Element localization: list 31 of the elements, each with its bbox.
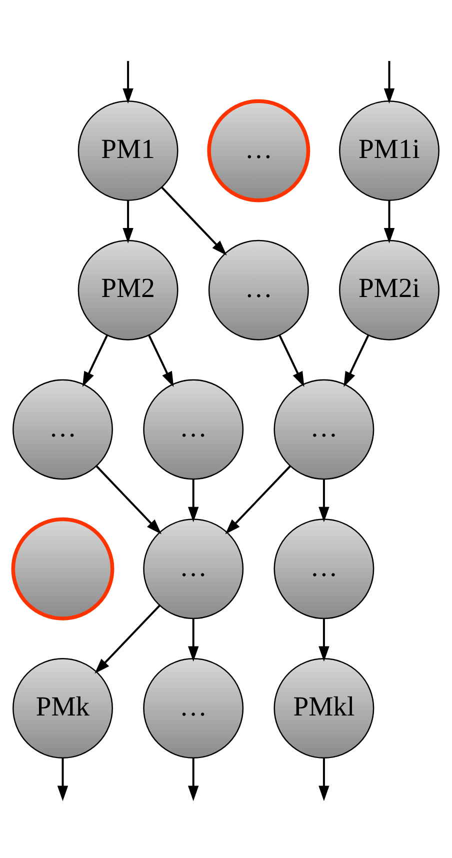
arrow xyxy=(122,200,134,243)
arrow xyxy=(188,478,199,522)
arrow xyxy=(384,200,395,243)
node-circle: … xyxy=(12,378,113,480)
node-circle xyxy=(11,516,114,620)
arrow xyxy=(82,334,108,387)
node-circle: … xyxy=(274,378,374,480)
node-circle: PM2 xyxy=(78,239,178,340)
node-circle: PM2i xyxy=(339,239,440,340)
arrow xyxy=(148,334,174,387)
node-circle: … xyxy=(207,98,310,202)
node-circle: … xyxy=(143,658,244,758)
arrow xyxy=(94,604,160,674)
node-circle: PM1 xyxy=(78,100,178,200)
arrow xyxy=(318,478,330,522)
arrow xyxy=(160,186,227,255)
arrow xyxy=(278,334,304,387)
arrow xyxy=(57,757,68,801)
arrow xyxy=(96,464,162,534)
arrow xyxy=(225,464,292,534)
arrow xyxy=(384,60,395,104)
arrow xyxy=(188,757,199,801)
arrow xyxy=(318,757,330,801)
node-circle: PMkl xyxy=(274,658,374,758)
node-circle: … xyxy=(274,518,374,619)
arrow xyxy=(122,60,134,104)
arrow xyxy=(318,618,330,662)
node-circle: … xyxy=(143,378,244,480)
node-circle: PM1i xyxy=(339,100,440,200)
arrow xyxy=(344,334,370,387)
arrow xyxy=(188,618,199,662)
